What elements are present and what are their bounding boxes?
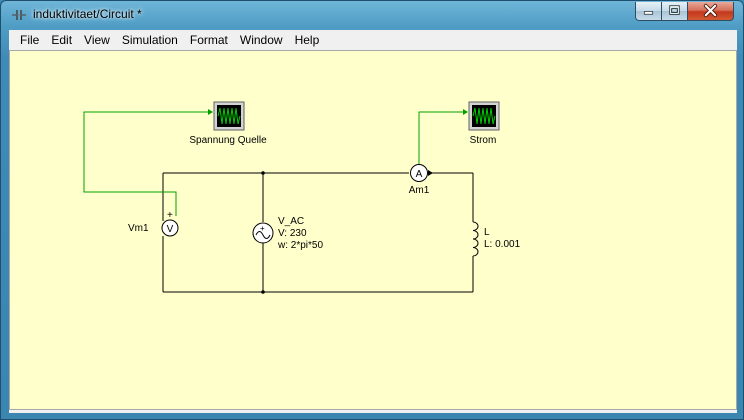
- title-bar[interactable]: induktivitaet/Circuit *: [1, 1, 743, 29]
- scope-voltage-label: Spannung Quelle: [189, 135, 267, 146]
- scope-current-label: Strom: [470, 135, 497, 146]
- scope-voltage[interactable]: [213, 101, 245, 131]
- voltmeter-plus: +: [167, 210, 173, 221]
- signal-wire-current: [418, 111, 465, 165]
- junction-bottom: [261, 290, 265, 294]
- ammeter-name: Am1: [409, 185, 430, 196]
- junction-top: [261, 171, 265, 175]
- voltmeter[interactable]: V +: [161, 210, 179, 237]
- inductor-coil-icon: [472, 221, 479, 257]
- menu-help[interactable]: Help: [294, 33, 320, 47]
- ammeter[interactable]: A: [410, 164, 434, 182]
- menu-window[interactable]: Window: [239, 33, 283, 47]
- maximize-button[interactable]: [662, 2, 688, 21]
- circuit-app-icon: [12, 10, 26, 20]
- arrow-head-voltage: [208, 109, 213, 115]
- voltmeter-symbol: V: [167, 224, 174, 235]
- source-plus: +: [260, 224, 265, 233]
- menu-simulation[interactable]: Simulation: [121, 33, 178, 47]
- oscilloscope-icon: [472, 107, 496, 125]
- menu-bar: File Edit View Simulation Format Window …: [9, 30, 737, 50]
- oscilloscope-icon: [217, 107, 241, 125]
- minimize-button[interactable]: [635, 2, 662, 21]
- menu-view[interactable]: View: [84, 33, 110, 47]
- maximize-icon: [669, 5, 680, 15]
- window-title: induktivitaet/Circuit *: [33, 7, 142, 21]
- circuit-wires: [162, 172, 474, 293]
- source-frequency: w: 2*pi*50: [277, 240, 323, 251]
- signal-wires: [83, 109, 468, 216]
- inductor-value: L: 0.001: [484, 239, 521, 250]
- arrow-head-current: [463, 109, 468, 115]
- scope-current[interactable]: [468, 101, 500, 131]
- ammeter-symbol: A: [416, 169, 423, 180]
- menu-file[interactable]: File: [20, 33, 40, 47]
- ac-source[interactable]: +: [252, 222, 274, 244]
- ammeter-arrow-icon: [428, 170, 433, 176]
- menu-edit[interactable]: Edit: [51, 33, 73, 47]
- close-icon: [703, 3, 718, 18]
- sine-wave-icon: [255, 231, 271, 239]
- source-name: V_AC: [278, 216, 304, 227]
- inductor-name: L: [484, 227, 490, 238]
- menu-format[interactable]: Format: [189, 33, 228, 47]
- window-bottom-edge: [9, 410, 737, 413]
- circuit-canvas[interactable]: Spannung Quelle Strom A Am1 V + Vm1: [9, 50, 737, 410]
- inductor[interactable]: [472, 221, 479, 257]
- close-button[interactable]: [688, 2, 734, 21]
- circuit-diagram: Spannung Quelle Strom A Am1 V + Vm1: [83, 101, 521, 294]
- voltmeter-name: Vm1: [128, 223, 149, 234]
- signal-wire-voltage: [83, 111, 210, 216]
- minimize-icon: [643, 11, 654, 15]
- source-voltage: V: 230: [278, 228, 307, 239]
